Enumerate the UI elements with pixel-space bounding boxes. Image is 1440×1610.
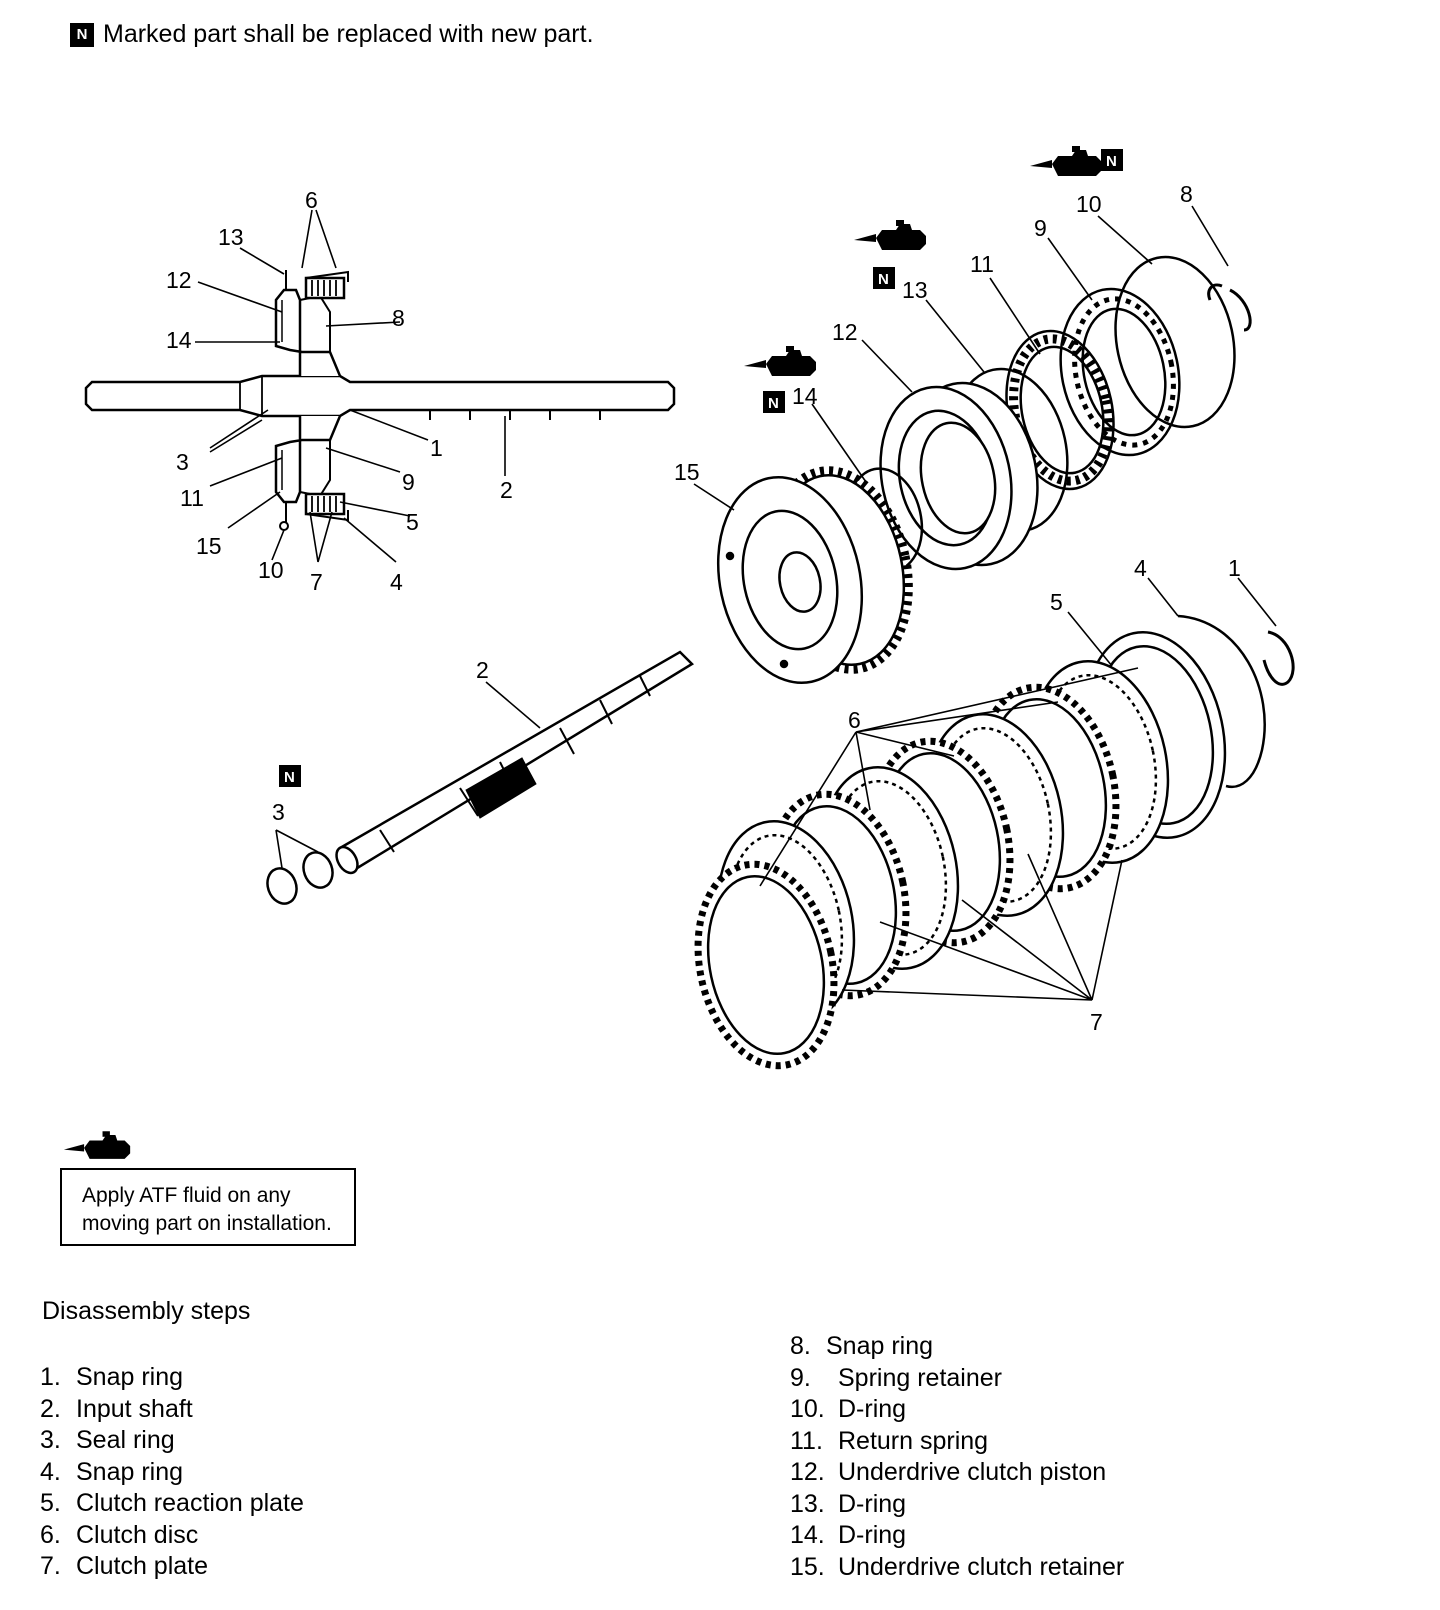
exploded-callout: 10 [1076, 191, 1102, 217]
replacement-note: N Marked part shall be replaced with new… [70, 20, 594, 49]
exploded-callout: 1 [1228, 555, 1241, 581]
exploded-callout: 5 [1050, 589, 1063, 615]
svg-text:N: N [768, 395, 779, 412]
exploded-leaders [485, 205, 1277, 1001]
exploded-callout: 6 [848, 707, 861, 733]
section-callout: 11 [180, 485, 204, 511]
step-item: 11.Return spring [790, 1426, 989, 1455]
underdrive-clutch-retainer-15 [716, 466, 913, 685]
atf-note: Apply ATF fluid on any moving part on in… [60, 1168, 356, 1246]
exploded-callout: 13 [902, 277, 928, 303]
section-leaders [195, 209, 506, 563]
oil-can-icon [63, 1131, 131, 1159]
exploded-callout: 2 [476, 657, 489, 683]
input-shaft-2 [335, 650, 695, 875]
snap-ring-8 [1207, 283, 1252, 332]
exploded-callout: 11 [970, 251, 994, 277]
d-ring-10 [1114, 255, 1236, 429]
exploded-callout: 8 [1180, 181, 1193, 207]
steps-list-left: 1.Snap ring 2.Input shaft 3.Seal ring 4.… [40, 1362, 304, 1583]
step-item: 5.Clutch reaction plate [40, 1489, 304, 1517]
snap-ring-4 [1177, 614, 1266, 789]
section-callout: 9 [402, 469, 415, 495]
section-callout: 15 [196, 533, 222, 559]
step-item: 9.Spring retainer [790, 1363, 1002, 1392]
return-spring-11 [1005, 329, 1115, 491]
section-callout: 13 [218, 224, 244, 250]
exploded-callout: 14 [792, 383, 818, 409]
clutch-exploded-diagram: 13 6 12 8 14 3 1 11 9 2 15 5 10 7 4 [84, 146, 1295, 1070]
section-callout: 10 [258, 557, 284, 583]
exploded-callout: 12 [832, 319, 858, 345]
atf-note-line: Apply ATF fluid on any [82, 1184, 291, 1207]
exploded-callout: 15 [674, 459, 700, 485]
step-item: 6.Clutch disc [40, 1520, 199, 1549]
spring-retainer-9 [1059, 287, 1181, 457]
exploded-callout-labels: 10 8 9 11 13 12 14 15 4 1 5 2 6 3 7 [272, 181, 1241, 1035]
exploded-callout: 4 [1134, 555, 1147, 581]
step-item: 8.Snap ring [790, 1332, 934, 1360]
section-callout: 14 [166, 327, 192, 353]
step-item: 12.Underdrive clutch piston [790, 1458, 1107, 1486]
step-item: 7.Clutch plate [40, 1552, 209, 1580]
oil-can-icon [744, 146, 1102, 376]
section-callout: 6 [305, 187, 318, 213]
step-item: 1.Snap ring [40, 1363, 184, 1391]
svg-text:N: N [878, 271, 889, 288]
snap-ring-1 [1262, 630, 1295, 686]
step-item: 10.D-ring [790, 1395, 907, 1423]
section-callout: 5 [406, 509, 419, 535]
exploded-callout: 9 [1034, 215, 1047, 241]
step-item: 2.Input shaft [40, 1394, 193, 1423]
seal-rings-3 [266, 829, 334, 905]
steps-title: Disassembly steps [42, 1297, 251, 1325]
section-callout: 7 [310, 569, 323, 595]
underdrive-clutch-piston-12 [879, 381, 1039, 571]
svg-text:N: N [1106, 153, 1117, 170]
exploded-callout: 3 [272, 799, 285, 825]
svg-text:N: N [284, 769, 295, 786]
new-part-badge: N [70, 22, 94, 47]
atf-note-line: moving part on installation. [82, 1212, 332, 1235]
section-callout: 4 [390, 569, 403, 595]
step-item: 13.D-ring [790, 1489, 907, 1518]
section-callout: 2 [500, 477, 513, 503]
section-callout: 8 [392, 305, 405, 331]
section-view [84, 270, 676, 531]
replacement-note-text: Marked part shall be replaced with new p… [103, 20, 594, 48]
step-item: 14.D-ring [790, 1521, 907, 1549]
clutch-pack-5-6-7 [694, 631, 1227, 1070]
exploded-callout: 7 [1090, 1009, 1103, 1035]
section-callout: 12 [166, 267, 192, 293]
section-callout-labels: 13 6 12 8 14 3 1 11 9 2 15 5 10 7 4 [166, 187, 513, 595]
section-callout: 1 [430, 435, 443, 461]
step-item: 3.Seal ring [40, 1426, 175, 1454]
step-item: 15.Underdrive clutch retainer [790, 1552, 1125, 1581]
steps-list-right: 8.Snap ring 9.Spring retainer 10.D-ring … [790, 1331, 1124, 1583]
step-item: 4.Snap ring [40, 1457, 184, 1486]
section-callout: 3 [176, 449, 189, 475]
new-part-markers: N N N N [279, 149, 1123, 787]
